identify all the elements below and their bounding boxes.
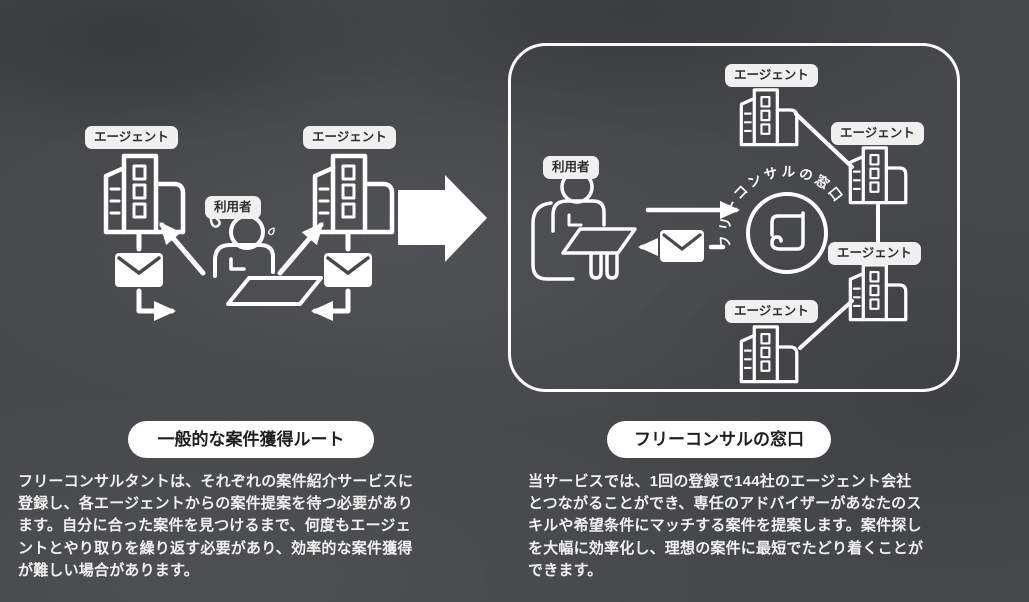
apply-arrow bbox=[159, 221, 206, 276]
building-icon bbox=[315, 156, 392, 232]
user-badge: 利用者 bbox=[205, 196, 261, 219]
apply-arrow bbox=[277, 221, 324, 276]
building-icon bbox=[848, 146, 908, 205]
user-badge-label: 利用者 bbox=[552, 160, 590, 174]
left-diagram: エージェント エージェント 利用者 bbox=[50, 95, 410, 345]
left-section-description: フリーコンサルタントは、それぞれの案件紹介サービスに 登録し、各エージェントから… bbox=[18, 473, 414, 579]
mail-arrow bbox=[311, 288, 351, 321]
agent-badge: エージェント bbox=[828, 242, 921, 265]
mail-arrow bbox=[136, 288, 176, 321]
agent-badge-label: エージェント bbox=[734, 68, 809, 82]
envelope-icon bbox=[115, 253, 163, 287]
agent-badge: エージェント bbox=[85, 126, 178, 149]
laptop-icon bbox=[226, 276, 323, 306]
right-diagram-panel: フリーコンサルの窓口 利用者 エージェント エージェント エージェント エージェ… bbox=[508, 43, 960, 392]
building-icon bbox=[848, 263, 908, 322]
agent-badge: エージェント bbox=[303, 126, 396, 149]
person-calm-icon bbox=[531, 170, 637, 281]
building-icon bbox=[739, 88, 799, 147]
agent-badge-label: エージェント bbox=[837, 246, 912, 260]
right-section-description: 当サービスでは、1回の登録で144社のエージェント会社 とつながることができ、専… bbox=[528, 473, 924, 579]
left-section-title: 一般的な案件獲得ルート bbox=[128, 421, 374, 458]
agent-badge-label: エージェント bbox=[94, 130, 169, 144]
envelope-icon bbox=[660, 230, 704, 262]
user-badge-label: 利用者 bbox=[214, 200, 252, 214]
chair bbox=[531, 201, 575, 281]
right-section-title: フリーコンサルの窓口 bbox=[607, 421, 831, 458]
block-arrow-icon bbox=[398, 175, 487, 262]
network-line bbox=[794, 112, 854, 169]
building-icon bbox=[739, 325, 799, 384]
agent-badge: エージェント bbox=[725, 64, 818, 87]
envelope-icon bbox=[324, 253, 372, 287]
agent-badge-label: エージェント bbox=[840, 126, 915, 140]
agent-badge-label: エージェント bbox=[734, 304, 809, 318]
network-line bbox=[798, 299, 854, 350]
building-icon bbox=[106, 156, 183, 232]
user-badge: 利用者 bbox=[543, 156, 599, 179]
agent-badge-label: エージェント bbox=[312, 130, 387, 144]
agent-badge: エージェント bbox=[725, 300, 818, 323]
laptop-icon bbox=[561, 227, 637, 255]
agent-badge: エージェント bbox=[831, 122, 924, 145]
